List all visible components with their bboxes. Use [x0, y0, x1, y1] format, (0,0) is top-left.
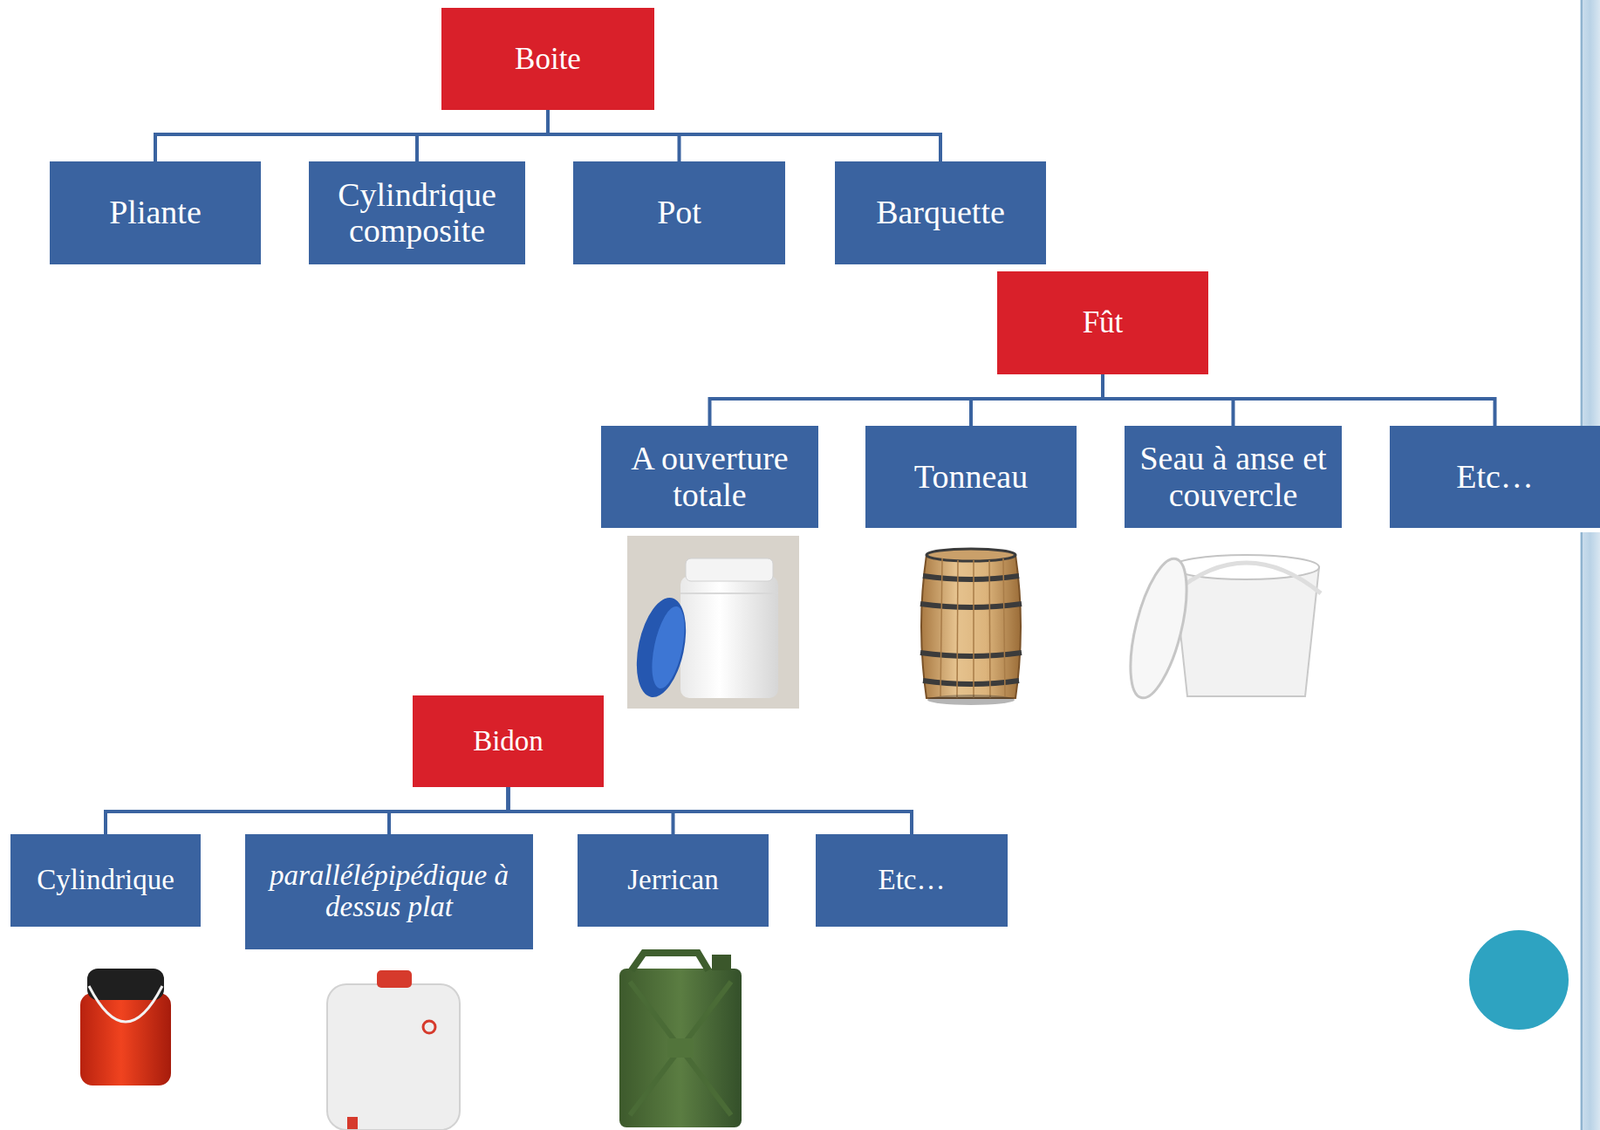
category-box: Boite	[441, 7, 655, 110]
barrel-top	[926, 548, 1016, 561]
tree-connector	[105, 786, 509, 835]
box-label: Jerrican	[627, 864, 718, 896]
red-can-picture	[80, 968, 171, 1086]
tree-connector	[155, 109, 548, 162]
tank-cap	[376, 970, 412, 988]
barrel-hoop	[920, 603, 1022, 608]
box-label: Pot	[656, 194, 702, 231]
side-band-fill	[1579, 0, 1600, 1130]
type-box: parallélépipédique à dessus plat	[245, 834, 534, 950]
category-box: Fût	[997, 271, 1209, 375]
can-body	[80, 992, 171, 1086]
type-box: Jerrican	[577, 834, 769, 927]
decor-circle	[1469, 929, 1569, 1030]
open-jar-picture	[627, 535, 800, 709]
jerrican-body	[619, 968, 742, 1128]
box-label: Etc…	[878, 864, 946, 896]
jerrican-handle	[631, 952, 709, 971]
tree-connector	[508, 786, 913, 835]
can-cap	[87, 968, 165, 1000]
can-handle	[88, 985, 163, 1022]
type-box: Pliante	[49, 161, 261, 265]
tree-connector	[417, 109, 548, 162]
box-label: Seau à anse et couvercle	[1133, 440, 1334, 513]
type-box: Seau à anse et couvercle	[1124, 425, 1342, 528]
tank-body	[327, 984, 460, 1130]
barrel-shadow	[927, 694, 1015, 705]
photo-ground	[627, 535, 800, 709]
box-label: Pliante	[109, 194, 202, 231]
box-label: Boite	[514, 42, 582, 76]
white-tank-picture	[327, 970, 460, 1130]
type-box: Cylindrique	[10, 834, 201, 927]
jar-body	[680, 575, 779, 698]
box-label: parallélépipédique à dessus plat	[253, 860, 525, 923]
box-label: Cylindrique	[36, 864, 175, 896]
tank-valve	[423, 1020, 436, 1033]
barrel-body	[921, 554, 1021, 698]
box-label: Cylindrique composite	[317, 177, 517, 249]
side-band-line	[1580, 0, 1583, 1130]
box-label: Tonneau	[914, 458, 1028, 495]
tree-connector	[1102, 374, 1496, 426]
barrel-hoop	[920, 652, 1022, 657]
type-box: Etc…	[815, 834, 1008, 927]
jerrican-emboss	[629, 981, 732, 1115]
jar-rib	[680, 592, 779, 595]
box-label: Fût	[1082, 306, 1124, 340]
tree-connector	[547, 109, 941, 162]
barrel-hoop	[923, 575, 1019, 580]
barrel-staves	[940, 558, 1006, 698]
tree-connector	[970, 374, 1103, 426]
bucket-picture	[1119, 553, 1321, 704]
jerrican-plate	[667, 1038, 694, 1058]
bucket-body	[1173, 567, 1320, 697]
jar-neck	[685, 558, 773, 582]
tree-connector	[389, 786, 509, 835]
tree-connector	[710, 374, 1104, 426]
box-label: Etc…	[1456, 458, 1534, 495]
box-label: Bidon	[472, 725, 544, 758]
jar-lid	[629, 593, 695, 702]
bucket-handle	[1173, 562, 1321, 594]
bucket-lid	[1119, 553, 1198, 704]
type-box: Etc…	[1389, 425, 1600, 528]
jerrican-spout	[711, 954, 732, 971]
barrel-picture	[920, 548, 1022, 705]
jerrican-picture	[619, 952, 742, 1128]
box-label: Barquette	[875, 194, 1006, 231]
tank-tap	[347, 1116, 358, 1129]
jar-lid-inner	[645, 603, 691, 692]
type-box: A ouverture totale	[601, 425, 819, 528]
side-band	[1575, 0, 1600, 1130]
type-box: Tonneau	[865, 425, 1077, 528]
type-box: Cylindrique composite	[308, 161, 526, 265]
box-label: A ouverture totale	[609, 440, 810, 513]
category-box: Bidon	[412, 695, 604, 787]
type-box: Barquette	[834, 161, 1047, 265]
type-box: Pot	[573, 161, 786, 265]
